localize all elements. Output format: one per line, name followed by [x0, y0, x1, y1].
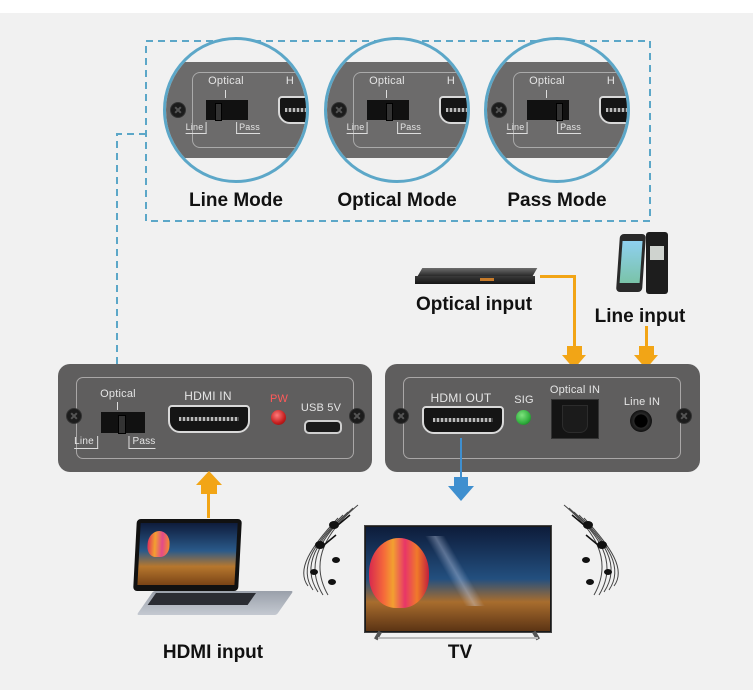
- mode-switch-knob[interactable]: [118, 415, 126, 434]
- optical-cable-vertical: [573, 275, 576, 357]
- optical-cable-line: [540, 275, 576, 278]
- closeup-hdmi-port: [278, 96, 306, 124]
- panel-closeup-border: [513, 72, 627, 148]
- closeup-hdmi-port: [439, 96, 467, 124]
- hdmi-cable-line: [207, 494, 210, 518]
- tv-label: TV: [447, 642, 473, 663]
- switch-line-label: Line: [74, 436, 98, 449]
- tv-cable-line: [460, 438, 462, 478]
- pw-label: PW: [269, 393, 289, 405]
- closeup-switch-knob: [556, 103, 563, 121]
- closeup-hdmi-partial-label: H: [606, 75, 616, 87]
- closeup-line-label: Line: [346, 122, 368, 134]
- line-arrow-stem: [639, 346, 654, 356]
- top-strip: [0, 0, 753, 13]
- music-notes-right-icon: [563, 504, 619, 596]
- panel-closeup-border: [353, 72, 467, 148]
- closeup-switch: [527, 100, 569, 121]
- hdmi-in-label: HDMI IN: [184, 389, 232, 403]
- panel-closeup-border: [192, 72, 306, 148]
- mode-label-optical: Optical Mode: [337, 190, 457, 211]
- mode-connector-line: [116, 133, 146, 372]
- closeup-optical-label: Optical: [369, 75, 405, 87]
- hdmi-arrow-stem: [201, 484, 217, 494]
- closeup-switch-tick: [386, 90, 387, 98]
- usb-5v-label: USB 5V: [300, 402, 342, 414]
- laptop-icon: [133, 519, 294, 619]
- mode-label-line: Line Mode: [189, 190, 283, 211]
- closeup-line-label: Line: [506, 122, 528, 134]
- music-notes-left-icon: [303, 504, 359, 596]
- mode-switch[interactable]: [101, 412, 145, 434]
- screw-icon: [331, 102, 347, 118]
- closeup-hdmi-partial-label: H: [285, 75, 295, 87]
- power-led-icon: [271, 410, 286, 425]
- closeup-pass-label: Pass: [236, 122, 260, 134]
- sig-label: SIG: [514, 394, 534, 406]
- closeup-switch-knob: [215, 103, 222, 121]
- line-input-label: Line input: [594, 306, 686, 327]
- hdmi-input-arrow-icon: [196, 471, 222, 485]
- switch-tick: [117, 402, 118, 410]
- closeup-hdmi-partial-label: H: [446, 75, 456, 87]
- closeup-optical-label: Optical: [529, 75, 565, 87]
- hdmi-input-label: HDMI input: [162, 642, 264, 663]
- closeup-switch-knob: [386, 103, 393, 121]
- screw-icon: [66, 408, 82, 424]
- screw-icon: [491, 102, 507, 118]
- screw-icon: [676, 408, 692, 424]
- line-cable-vertical: [645, 326, 648, 348]
- tv-output-arrow-icon: [448, 486, 474, 501]
- hdmi-out-label: HDMI OUT: [430, 391, 492, 405]
- smartphone-icon: [615, 234, 647, 292]
- line-in-label: Line IN: [623, 396, 661, 408]
- line-in-jack[interactable]: [630, 410, 652, 432]
- closeup-switch: [367, 100, 409, 121]
- optical-input-label: Optical input: [415, 294, 533, 315]
- switch-pass-label: Pass: [128, 436, 156, 449]
- audio-recorder-icon: [646, 232, 668, 294]
- tv-icon: [364, 525, 552, 641]
- optical-arrow-stem: [567, 346, 582, 356]
- closeup-switch-tick: [546, 90, 547, 98]
- closeup-hdmi-port: [599, 96, 627, 124]
- optical-in-port[interactable]: [551, 399, 599, 439]
- switch-optical-label: Optical: [100, 388, 136, 400]
- closeup-line-label: Line: [185, 122, 207, 134]
- screw-icon: [349, 408, 365, 424]
- screw-icon: [393, 408, 409, 424]
- hdmi-in-port[interactable]: [168, 405, 250, 433]
- closeup-switch-tick: [225, 90, 226, 98]
- mode-label-pass: Pass Mode: [507, 190, 607, 211]
- tv-arrow-stem: [454, 477, 468, 487]
- screw-icon: [170, 102, 186, 118]
- optical-in-label: Optical IN: [549, 384, 601, 396]
- hdmi-out-port[interactable]: [422, 406, 504, 434]
- closeup-optical-label: Optical: [208, 75, 244, 87]
- closeup-pass-label: Pass: [557, 122, 581, 134]
- left-device-panel: Optical Line Pass HDMI IN PW USB 5V: [58, 364, 372, 472]
- right-device-panel: HDMI OUT SIG Optical IN Line IN: [385, 364, 700, 472]
- dvd-player-icon: [415, 268, 540, 284]
- closeup-pass-label: Pass: [397, 122, 421, 134]
- usb-port[interactable]: [304, 420, 342, 434]
- closeup-switch: [206, 100, 248, 121]
- signal-led-icon: [516, 410, 531, 425]
